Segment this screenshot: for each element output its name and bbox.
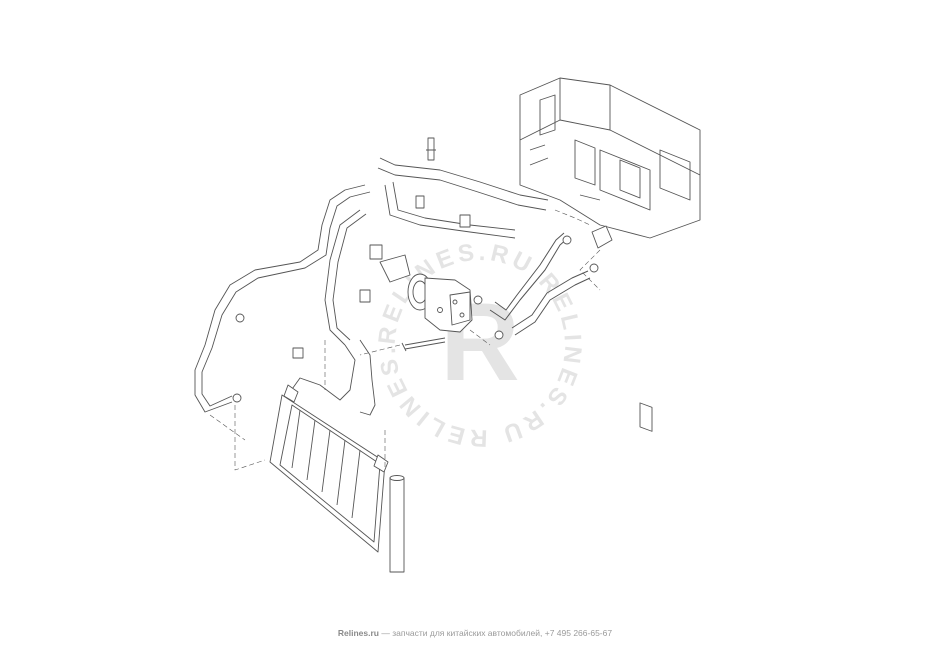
footer: Relines.ru — запчасти для китайских авто… (0, 628, 950, 638)
heater-flange (591, 225, 613, 249)
ac-hose-lower (289, 339, 376, 416)
receiver-drier (389, 475, 405, 573)
heater-hose-pair (489, 232, 591, 336)
footer-text: — запчасти для китайских автомобилей, +7… (379, 628, 613, 638)
hvac-unit (519, 77, 701, 432)
condenser (269, 394, 386, 553)
leader-lines (209, 209, 601, 471)
watermark-logo: R RELINES.RU RELINES.RU RELINES.RU (0, 0, 582, 451)
pressure-switch (426, 137, 436, 161)
pipe-clamps (232, 195, 599, 473)
footer-brand-link[interactable]: Relines.ru (337, 628, 379, 638)
ac-pipe-left-loop (194, 184, 371, 413)
ac-compressor (407, 273, 473, 333)
ac-pipe-upper (377, 157, 549, 239)
mounting-bolt (401, 337, 446, 352)
